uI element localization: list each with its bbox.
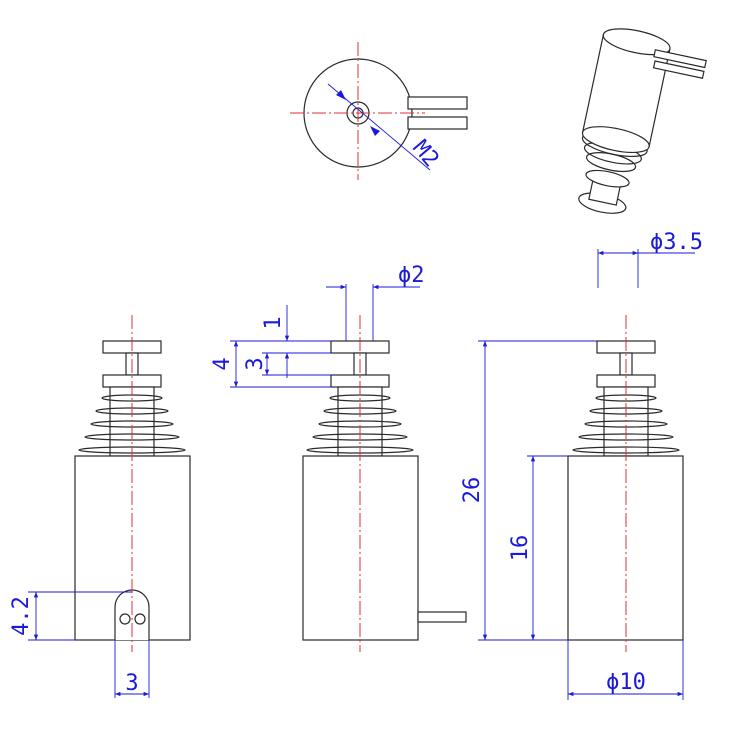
iso-lead-wire-2 xyxy=(652,60,705,79)
iso-lead-wire xyxy=(653,49,707,69)
left-wire-hole xyxy=(119,613,131,625)
top-lead-wire xyxy=(407,96,468,110)
left-spring xyxy=(78,394,186,454)
dim-4-label: 4 xyxy=(210,357,235,370)
side-view-right: ϕ3.5 26 16 ϕ10 xyxy=(460,230,703,700)
iso-body-bottom xyxy=(581,126,650,154)
dim-d3-5-label: ϕ3.5 xyxy=(650,230,703,255)
top-lead-wire-2 xyxy=(407,116,468,130)
dim-3-label: 3 xyxy=(125,671,138,696)
iso-body-top xyxy=(602,28,671,56)
dim-1-label: 1 xyxy=(261,316,286,329)
mid-lead-wire xyxy=(417,611,467,623)
isometric-view xyxy=(578,28,707,214)
dim-d10-label: ϕ10 xyxy=(606,670,646,695)
dim-16-label: 16 xyxy=(508,535,533,562)
dim-26-label: 26 xyxy=(460,477,485,504)
dim-3-label-vertical: 3 xyxy=(243,357,268,370)
dim-d2-label: ϕ2 xyxy=(398,263,425,288)
iso-plunger-collar xyxy=(585,169,630,188)
m2-arrow-head-2 xyxy=(370,126,380,136)
top-end-view: M2 xyxy=(290,42,468,180)
side-view-middle: ϕ2 4 3 1 xyxy=(210,263,467,652)
dim-4-2-label: 4.2 xyxy=(9,596,34,636)
front-view-left: 4.2 3 xyxy=(9,315,191,698)
left-wire-hole-2 xyxy=(134,613,146,625)
m2-arrow-head xyxy=(336,90,346,100)
m2-thread-label: M2 xyxy=(407,136,443,172)
